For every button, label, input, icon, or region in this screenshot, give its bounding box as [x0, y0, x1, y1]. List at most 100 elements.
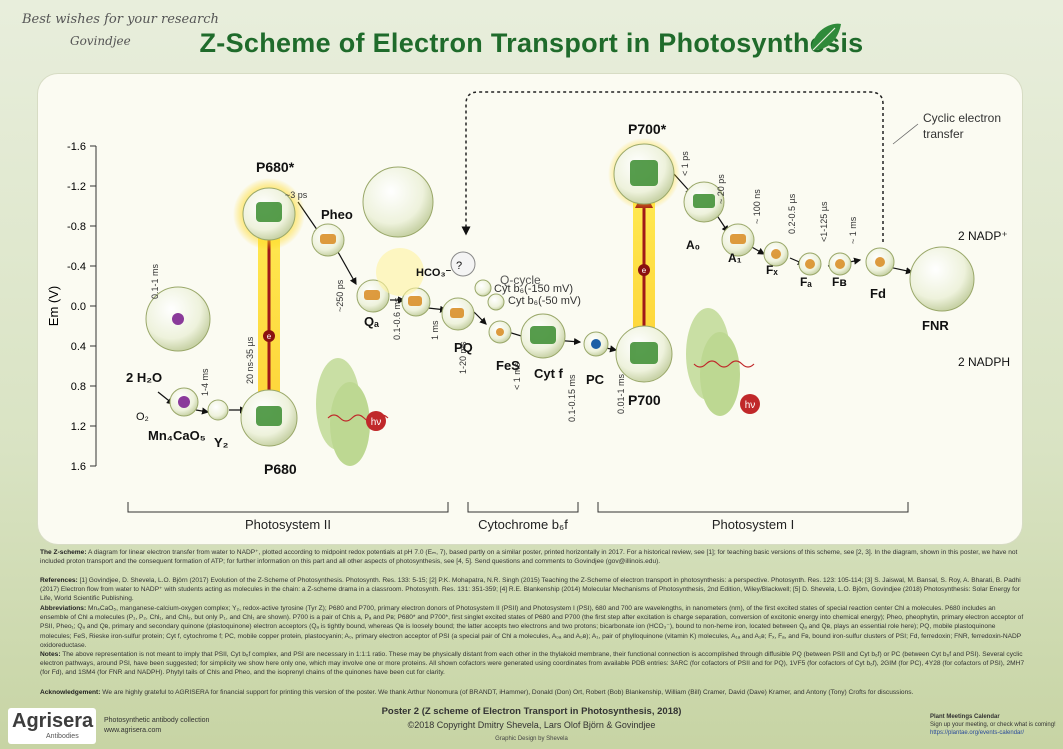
- timing-pheo: ~3 ps: [285, 190, 308, 200]
- hco3-glow: [376, 248, 424, 296]
- electron-icon-ps2: [263, 330, 275, 342]
- photon-ps1: hν: [693, 360, 760, 414]
- fnr-ball: [909, 246, 975, 312]
- yz-ball: [207, 399, 229, 421]
- label-water: 2 H₂O: [126, 370, 162, 385]
- section-brackets: [127, 502, 909, 513]
- calendar-sub: Sign up your meeting, or check what is c…: [930, 722, 1056, 728]
- electron-icon-ps1: [638, 264, 650, 276]
- label-qcycle: Q-cycle: [500, 273, 541, 287]
- footer-abbreviations: Abbreviations: Mn₄CaO₅, manganese-calciu…: [40, 605, 1024, 649]
- y-tick-label: 0.0: [71, 301, 86, 313]
- timing-fa: 0.2-0.5 µs: [787, 193, 797, 234]
- label-a1: A₁: [728, 251, 742, 265]
- timing-labels: 0.1-1 ms 1-4 ms 20 ns-35 µs ~3 ps ~250 p…: [150, 151, 858, 422]
- y-tick-label: -1.2: [67, 181, 86, 193]
- timing-p700: 0.01-1 ms: [616, 373, 626, 414]
- label-yz: Y₂: [214, 435, 229, 450]
- timing-fes: 1-20 ms: [458, 341, 468, 374]
- y-tick-label: -0.8: [67, 221, 86, 233]
- cyclic-label-2: transfer: [923, 127, 964, 141]
- svg-text:e: e: [642, 266, 647, 275]
- copyright: ©2018 Copyright Dmitry Shevela, Lars Olo…: [407, 720, 656, 730]
- svg-text:e: e: [267, 332, 272, 341]
- label-a0: A₀: [686, 238, 700, 252]
- label-question: ?: [456, 260, 462, 272]
- label-fa: Fₐ: [800, 275, 812, 289]
- timing-a1: ~ 20 ps: [716, 174, 726, 204]
- calendar-url[interactable]: https://plantae.org/events-calendar/: [930, 730, 1025, 736]
- label-fx: Fₓ: [766, 263, 778, 277]
- component-labels: 2 H₂O O₂ Mn₄CaO₅ Y₂ P680 P680* Pheo Qₐ H…: [126, 121, 1010, 477]
- y-tick-label: 1.6: [71, 461, 86, 473]
- label-fnr: FNR: [922, 318, 949, 333]
- y-tick-label: 0.4: [71, 341, 86, 353]
- timing-pc: 0.1-0.15 ms: [567, 374, 577, 422]
- y-axis-label: Em (V): [46, 286, 61, 326]
- label-fd: Fd: [870, 286, 886, 301]
- timing-qa: ~250 ps: [335, 279, 345, 312]
- z-scheme-diagram: -1.6-1.2-0.8-0.40.00.40.81.21.6 Em (V) e…: [46, 91, 1010, 532]
- logo-sub: Antibodies: [46, 733, 79, 740]
- timing-cytf: < 1 ms: [512, 362, 522, 390]
- cytb2-ball: [487, 293, 505, 311]
- page-title: Z-Scheme of Electron Transport in Photos…: [199, 28, 864, 58]
- label-fb: Fʙ: [832, 275, 847, 289]
- thylakoid-stack-ps2: [316, 358, 370, 466]
- label-pheo: Pheo: [321, 207, 353, 222]
- tagline: Photosynthetic antibody collection: [104, 717, 210, 724]
- label-p700star: P700*: [628, 121, 667, 137]
- photon-ps2: hν: [327, 411, 389, 431]
- cyclic-label-1: Cyclic electron: [923, 111, 1001, 125]
- leaf-icon: [811, 23, 841, 51]
- design-credit: Graphic Design by Shevela: [495, 736, 568, 742]
- label-pq: PQ: [454, 340, 473, 355]
- mn-atom-icon: [172, 313, 184, 325]
- section-cyt: Cytochrome b₆f: [478, 517, 568, 532]
- label-fes: FeS: [496, 358, 520, 373]
- label-pc: PC: [586, 372, 605, 387]
- label-cytb2: Cyt b₆(-50 mV): [508, 295, 581, 307]
- label-qa: Qₐ: [364, 314, 379, 329]
- label-mn: Mn₄CaO₅: [148, 428, 206, 443]
- timing-mn: 0.1-1 ms: [150, 263, 160, 299]
- timing-yz: 1-4 ms: [200, 368, 210, 396]
- y-tick-label: 1.2: [71, 421, 86, 433]
- copper-icon: [591, 339, 601, 349]
- timing-fb: <1-125 µs: [819, 201, 829, 242]
- timing-a0: < 1 ps: [680, 151, 690, 176]
- timing-pq: 1 ms: [430, 320, 440, 340]
- cyclic-path: [461, 91, 884, 242]
- footer-ack: Acknowledgement: We are highly grateful …: [40, 689, 914, 696]
- label-cytb1: Cyt b₆(-150 mV): [494, 283, 573, 295]
- label-p680star: P680*: [256, 159, 295, 175]
- timing-fx: ~ 100 ns: [752, 189, 762, 224]
- thylakoid-stack-ps1: [686, 308, 740, 416]
- agrisera-logo[interactable]: [8, 708, 96, 744]
- non-heme-iron-zoom: [362, 166, 434, 238]
- y-tick-label: -0.4: [67, 261, 86, 273]
- footer-zscheme: The Z-scheme: A diagram for linear elect…: [40, 549, 1018, 566]
- wishes-text: Best wishes for your research: [22, 12, 219, 27]
- cytb-labels: Q-cycle Cyt b₆(-150 mV) Cyt b₆(-50 mV): [494, 273, 581, 307]
- timing-fd: ~ 1 ms: [848, 216, 858, 244]
- poster-title: Poster 2 (Z scheme of Electron Transport…: [381, 706, 682, 717]
- y-tick-label: -1.6: [67, 141, 86, 153]
- website-link[interactable]: www.agrisera.com: [104, 727, 162, 734]
- svg-text:hν: hν: [745, 400, 756, 411]
- label-p700: P700: [628, 392, 661, 408]
- molecules: [145, 138, 975, 447]
- section-labels: Photosystem II Cytochrome b₆f Photosyste…: [245, 517, 794, 532]
- section-ps1: Photosystem I: [712, 517, 794, 532]
- timing-qb: 0.1-0.6 ms: [392, 297, 402, 340]
- label-p680: P680: [264, 461, 297, 477]
- label-hco3: HCO₃⁻: [416, 267, 452, 279]
- orange-cofactors: [320, 234, 885, 336]
- pigment-shapes: [256, 160, 715, 426]
- y-axis: -1.6-1.2-0.8-0.40.00.40.81.21.6 Em (V): [46, 141, 97, 473]
- label-cytf: Cyt f: [534, 366, 564, 381]
- logo-name: Agrisera: [12, 710, 94, 732]
- question-ball: [450, 251, 476, 277]
- footer-notes: Notes: The above representation is not m…: [40, 651, 1025, 677]
- svg-text:hν: hν: [371, 417, 382, 428]
